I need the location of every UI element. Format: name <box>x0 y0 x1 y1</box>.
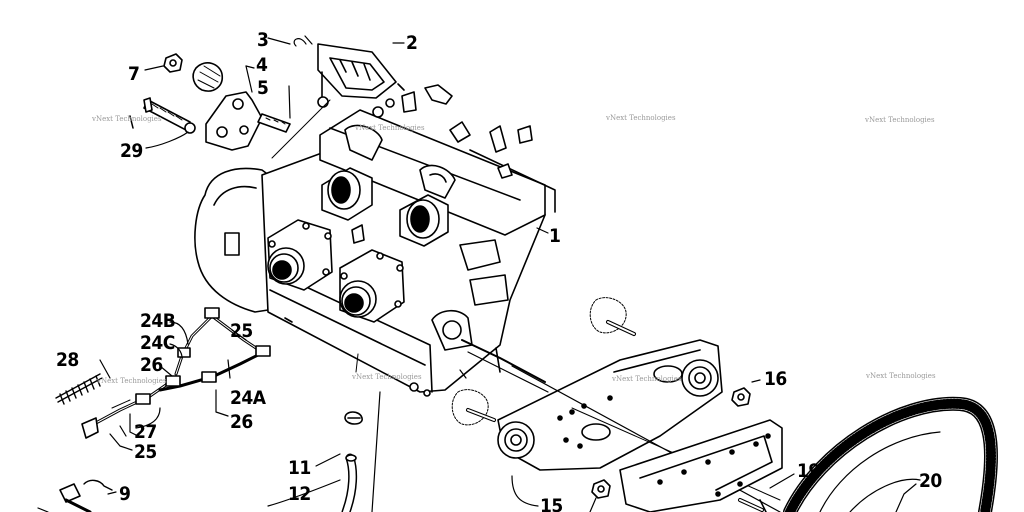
callout-1: 1 <box>549 225 561 247</box>
drive-belt <box>783 396 998 512</box>
callout-11: 11 <box>288 457 311 479</box>
callout-5: 5 <box>257 77 269 99</box>
callout-24B: 24B <box>140 310 176 332</box>
watermark: vNext Technologies <box>612 375 682 383</box>
callout-26-lower: 26 <box>230 411 253 433</box>
gauge-bracket <box>267 35 405 108</box>
watermark: vNext Technologies <box>352 373 422 381</box>
callout-25-upper: 25 <box>230 320 253 342</box>
watermark: vNext Technologies <box>865 116 935 124</box>
callout-15: 15 <box>540 495 563 512</box>
support-bracket <box>619 419 795 512</box>
watermark: vNext Technologies <box>92 115 162 123</box>
callout-28: 28 <box>56 349 79 371</box>
watermark: vNext Technologies <box>355 124 425 132</box>
callout-7: 7 <box>128 63 140 85</box>
callout-9: 9 <box>119 483 131 505</box>
callout-26-upper: 26 <box>140 354 163 376</box>
watermark: vNext Technologies <box>97 377 167 385</box>
front-mount-bracket <box>129 53 331 159</box>
watermark: vNext Technologies <box>606 114 676 122</box>
callout-24C: 24C <box>140 332 175 354</box>
callout-3: 3 <box>257 29 269 51</box>
callout-27: 27 <box>134 421 157 443</box>
impulse-line-assembly <box>55 307 271 451</box>
callout-16: 16 <box>764 368 787 390</box>
lower-fittings <box>37 479 117 512</box>
hose-and-clamp <box>267 353 381 512</box>
callout-2: 2 <box>406 32 418 54</box>
callout-25-lower: 25 <box>134 441 157 463</box>
watermark: vNext Technologies <box>866 372 936 380</box>
callout-20: 20 <box>919 470 942 492</box>
callout-19: 19 <box>797 460 820 482</box>
callout-4: 4 <box>256 54 268 76</box>
callout-12: 12 <box>288 483 311 505</box>
callout-24A: 24A <box>230 387 266 409</box>
engine-assembly <box>194 84 556 397</box>
callout-29: 29 <box>120 140 143 162</box>
